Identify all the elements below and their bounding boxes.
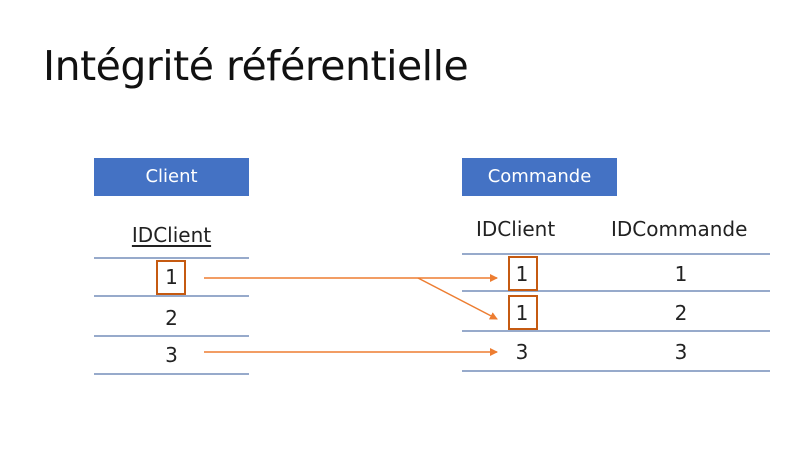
arrow-client1-to-commande-row2 xyxy=(417,277,498,320)
commande-fk-highlight-box-2 xyxy=(508,295,538,330)
commande-column-idclient: IDClient xyxy=(476,217,556,241)
commande-row-1-idclient: 1 xyxy=(515,262,529,286)
client-key-highlight-box xyxy=(156,260,186,295)
commande-column-idcommande: IDCommande xyxy=(611,217,748,241)
client-table-header: Client xyxy=(94,158,249,196)
client-row-2-idclient: 2 xyxy=(165,306,178,330)
commande-row-2-idcommande: 2 xyxy=(674,301,688,325)
commande-row-3-idcommande: 3 xyxy=(674,340,688,364)
client-column-idclient: IDClient xyxy=(131,223,212,247)
commande-row-2-idclient: 1 xyxy=(515,301,529,325)
client-row-1-idclient: 1 xyxy=(165,265,178,289)
commande-row-1-idcommande: 1 xyxy=(674,262,688,286)
client-row-3-idclient: 3 xyxy=(165,343,178,367)
commande-row-3-idclient: 3 xyxy=(515,340,529,364)
commande-table-header: Commande xyxy=(462,158,617,196)
slide-title: Intégrité référentielle xyxy=(43,42,469,90)
commande-fk-highlight-box-1 xyxy=(508,256,538,291)
